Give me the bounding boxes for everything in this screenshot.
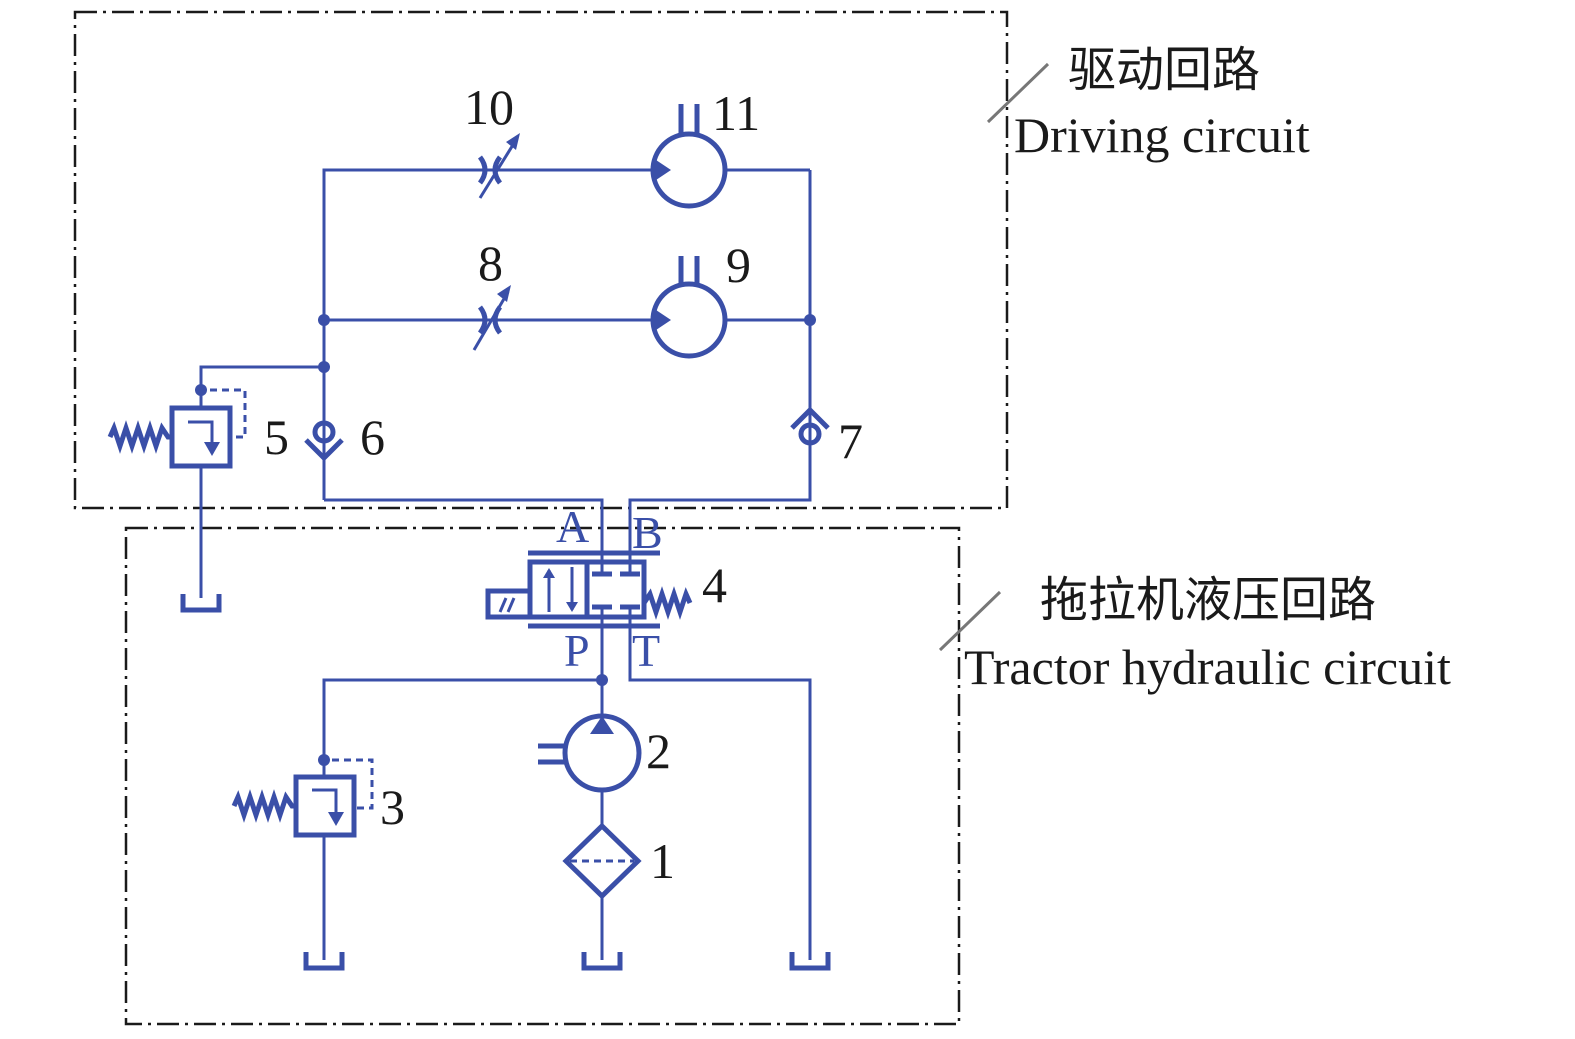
label-2: 2 [646,723,671,779]
driving-circuit-label-en: Driving circuit [1014,107,1310,163]
check-valve-7-symbol [790,406,830,446]
tank-icon [789,952,831,971]
tractor-circuit-label-en: Tractor hydraulic circuit [964,639,1451,695]
label-10: 10 [464,79,514,135]
tank-icon [180,594,222,613]
check-valve-6-symbol [304,420,344,462]
tractor-pipes [322,607,812,960]
throttle-valve-10-symbol [477,133,520,199]
tractor-circuit-label-cn: 拖拉机液压回路 [1040,572,1376,628]
label-5: 5 [264,409,289,465]
directional-valve-4-symbol [485,545,693,629]
junction [804,314,816,326]
junction [596,674,608,686]
driving-label-leader [986,62,1050,124]
junction [318,754,330,766]
label-4: 4 [702,557,727,613]
pump-2-symbol [538,713,642,793]
port-t-label: T [632,625,660,676]
driving-circuit-label-cn: 驱动回路 [1068,42,1260,98]
label-9: 9 [726,237,751,293]
junction [195,384,207,396]
relief-valve-3-symbol [231,758,374,838]
tractor-label-leader [938,590,1002,652]
label-1: 1 [650,833,675,889]
port-a-label: A [556,501,589,552]
relief-valve-5-symbol [107,388,247,469]
throttle-valve-8-symbol [472,285,511,351]
junction [318,314,330,326]
driving-circuit-boundary [73,10,1009,510]
tank-icon [581,952,623,971]
label-11: 11 [712,85,760,141]
label-7: 7 [838,413,863,469]
filter-1-symbol [562,822,642,900]
tank-icon [303,952,345,971]
junction [318,361,330,373]
motor-9-symbol [650,256,728,359]
label-8: 8 [478,235,503,291]
driving-pipes [199,168,812,598]
port-p-label: P [564,625,590,676]
port-b-label: B [632,507,663,558]
label-6: 6 [360,409,385,465]
label-3: 3 [380,779,405,835]
motor-11-symbol [650,104,728,209]
tractor-circuit-boundary [124,526,961,1026]
